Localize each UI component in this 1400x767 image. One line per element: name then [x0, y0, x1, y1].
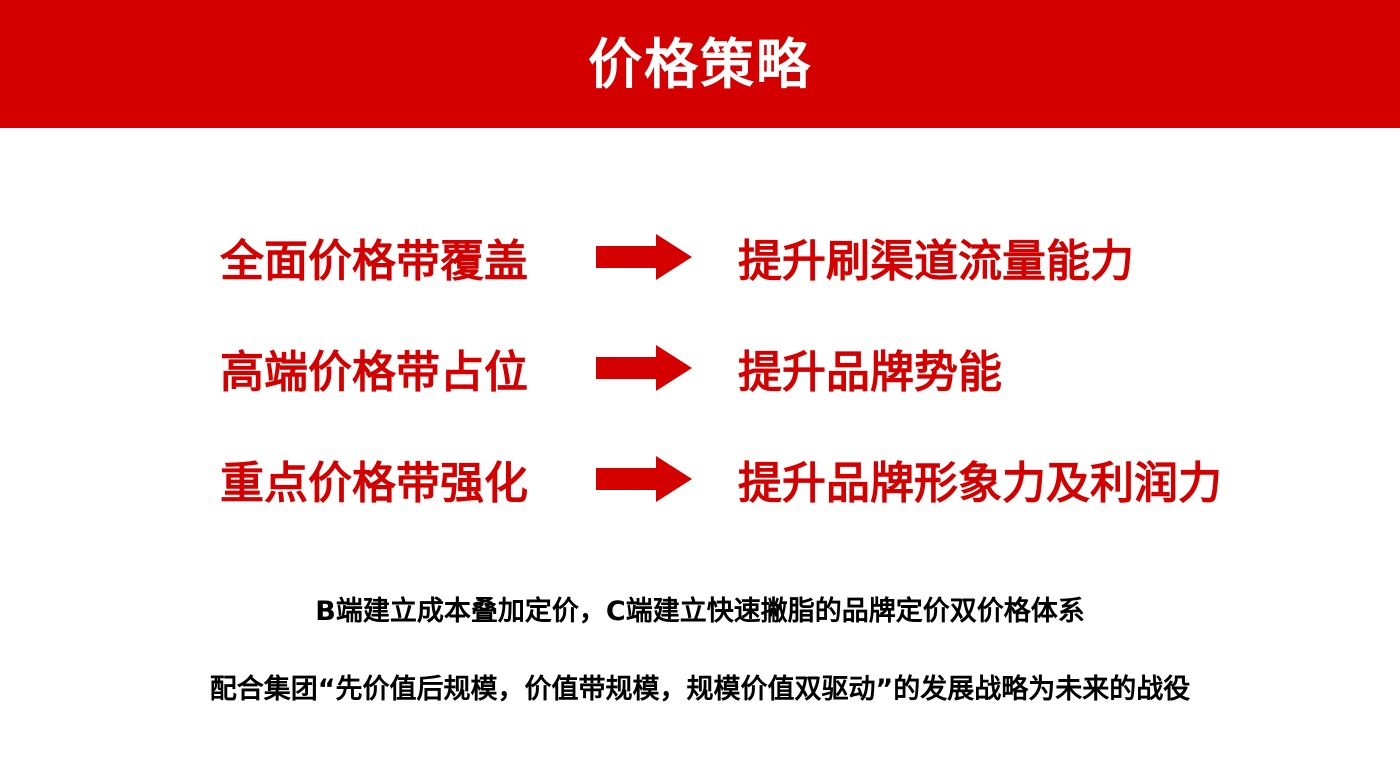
strategy-price-band: 高端价格带占位: [220, 347, 528, 398]
title-banner: 价格策略: [0, 0, 1400, 128]
strategy-price-band: 全面价格带覆盖: [220, 236, 528, 287]
strategy-outcome: 提升刷渠道流量能力: [738, 236, 1134, 287]
strategy-row: 高端价格带占位 提升品牌势能: [0, 333, 1400, 403]
right-arrow-icon: [596, 234, 692, 280]
pricing-system-note: B端建立成本叠加定价，C端建立快速撇脂的品牌定价双价格体系: [315, 596, 1085, 627]
group-strategy-note: 配合集团“先价值后规模，价值带规模，规模价值双驱动”的发展战略为未来的战役: [209, 674, 1191, 705]
strategy-row: 重点价格带强化 提升品牌形象力及利润力: [0, 444, 1400, 514]
strategy-row: 全面价格带覆盖 提升刷渠道流量能力: [0, 222, 1400, 292]
page-title: 价格策略: [588, 32, 812, 96]
strategy-outcome: 提升品牌势能: [738, 347, 1002, 398]
strategy-price-band: 重点价格带强化: [220, 458, 528, 509]
right-arrow-icon: [596, 456, 692, 502]
right-arrow-icon: [596, 345, 692, 391]
strategy-outcome: 提升品牌形象力及利润力: [738, 458, 1222, 509]
